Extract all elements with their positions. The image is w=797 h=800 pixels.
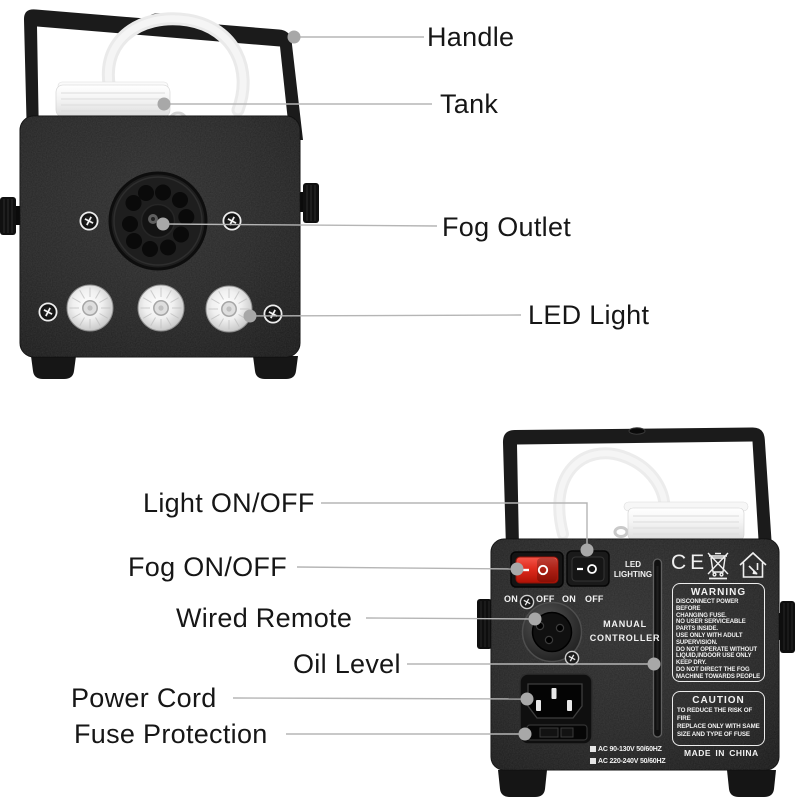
switch-position-on: ON — [562, 594, 576, 604]
fuse-holder[interactable] — [526, 724, 588, 741]
tube-clamp — [613, 526, 629, 538]
phillips-screw-icon — [38, 302, 58, 322]
checkbox-square-icon — [590, 758, 596, 764]
label-wired-remote: Wired Remote — [176, 603, 353, 633]
led-light-part — [137, 284, 185, 332]
led-lighting-print: LED LIGHTING — [613, 560, 653, 579]
front-view-illustration — [0, 9, 319, 379]
label-fuse-protection: Fuse Protection — [74, 719, 268, 749]
oil-level-window — [652, 558, 663, 738]
handle-screw-hole — [628, 427, 646, 435]
phillips-screw-icon — [564, 650, 580, 666]
foot — [727, 770, 776, 797]
phillips-screw-icon — [222, 211, 242, 231]
ce-mark-icon: CE — [671, 551, 709, 574]
caution-title: CAUTION — [692, 695, 745, 706]
label-fog-outlet: Fog Outlet — [442, 212, 572, 242]
warning-body: DISCONNECT POWER BEFORE CHANGING FUSE. N… — [676, 599, 761, 680]
warning-box: WARNING DISCONNECT POWER BEFORE CHANGING… — [672, 583, 765, 682]
made-in-china-print: MADE IN CHINA — [684, 748, 759, 758]
switch-position-off: OFF — [585, 594, 604, 604]
switch-position-off: OFF — [536, 594, 555, 604]
foot — [498, 770, 547, 797]
label-oil-level: Oil Level — [293, 649, 401, 679]
side-knob-left — [0, 197, 23, 235]
voltage-rating-row: AC 220-240V 50/60HZ — [590, 756, 666, 766]
tank-part — [623, 501, 749, 541]
label-power-cord: Power Cord — [71, 683, 217, 713]
checkbox-square-icon — [590, 746, 596, 752]
label-fog-on-off: Fog ON/OFF — [128, 552, 288, 582]
phillips-screw-icon — [519, 594, 535, 610]
label-tank: Tank — [440, 89, 499, 119]
fluid-tube — [101, 12, 250, 117]
led-lighting-switch[interactable] — [566, 550, 610, 587]
weee-crossed-bin-icon — [707, 552, 729, 580]
switch-position-on: ON — [504, 594, 518, 604]
voltage-rating-label: AC 90-130V 50/60HZ — [598, 745, 662, 753]
voltage-rating-label: AC 220-240V 50/60HZ — [598, 757, 666, 765]
indoor-use-house-icon — [739, 551, 767, 578]
label-light-on-off: Light ON/OFF — [143, 488, 315, 518]
caution-body: TO REDUCE THE RISK OF FIRE REPLACE ONLY … — [677, 707, 760, 738]
phillips-screw-icon — [263, 304, 283, 324]
foot — [253, 356, 298, 379]
voltage-rating-row: AC 90-130V 50/60HZ — [590, 744, 662, 754]
side-knob-left — [477, 599, 496, 649]
led-light-part — [66, 284, 114, 332]
back-view-illustration — [477, 427, 795, 797]
fluid-tube — [553, 447, 671, 540]
handle-part — [502, 427, 772, 548]
caution-box: CAUTION TO REDUCE THE RISK OF FIRE REPLA… — [672, 691, 765, 746]
led-light-part — [205, 285, 253, 333]
leader-lines — [162, 36, 654, 735]
manual-controller-print: MANUAL CONTROLLER — [589, 619, 661, 643]
tank-part — [55, 81, 171, 118]
fog-power-switch[interactable] — [510, 551, 564, 588]
warning-title: WARNING — [690, 587, 747, 598]
leader-dots — [156, 30, 661, 741]
phillips-screw-icon — [79, 211, 99, 231]
foot — [31, 356, 76, 379]
label-handle: Handle — [427, 22, 515, 52]
label-led-light: LED Light — [528, 300, 650, 330]
